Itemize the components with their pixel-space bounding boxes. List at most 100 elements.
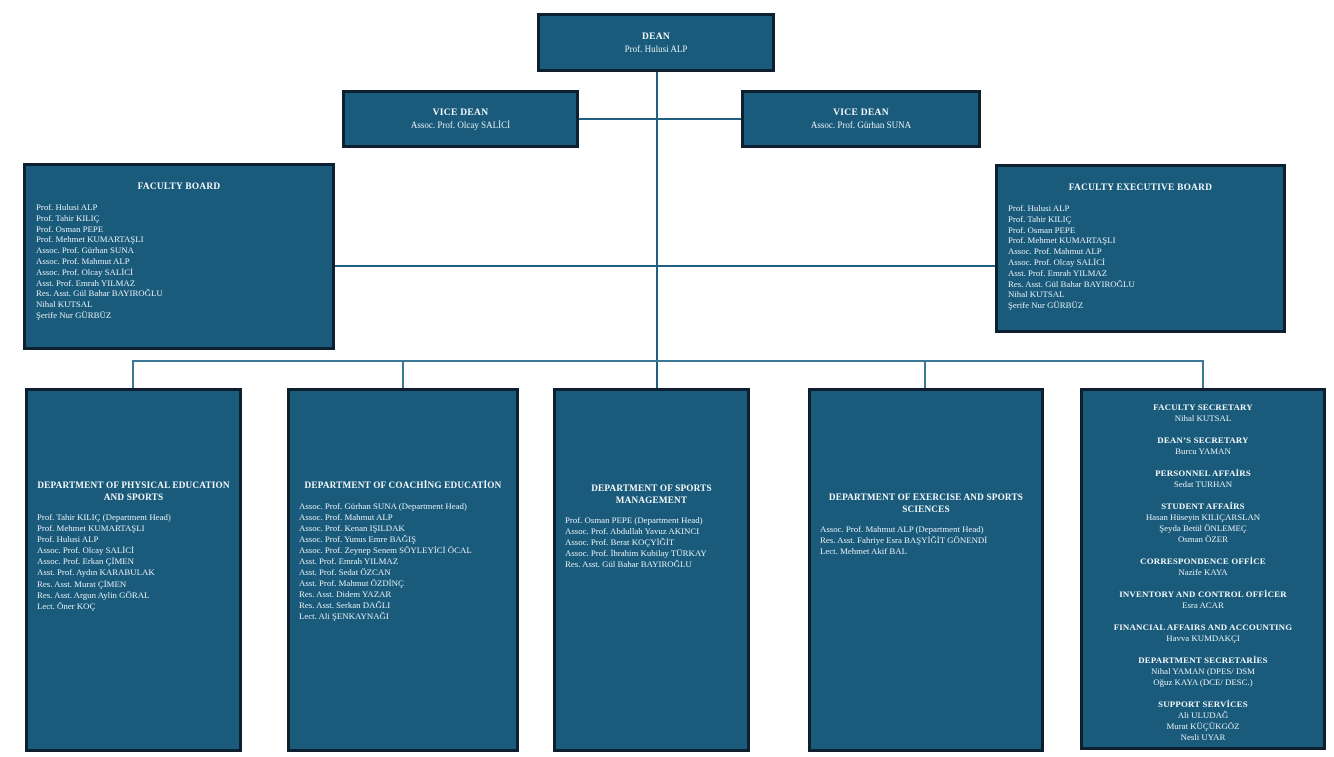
- connector-dean-vertical: [656, 72, 658, 388]
- member-name: Assoc. Prof. Zeynep Senem SÖYLEYİCİ ÖCAL: [299, 544, 472, 555]
- staff-name: Burcu YAMAN: [1175, 446, 1231, 456]
- department-content: DEPARTMENT OF PHYSICAL EDUCATION AND SPO…: [28, 391, 239, 612]
- member-name: Lect. Öner KOÇ: [37, 600, 96, 611]
- member-name: Assoc. Prof. Gürhan SUNA (Department Hea…: [299, 500, 467, 511]
- staff-name: Murat KÜÇÜKGÖZ: [1166, 721, 1240, 731]
- admin-section-title: FACULTY SECRETARY: [1153, 402, 1253, 412]
- member-name: Prof. Hulusi ALP: [1008, 203, 1070, 213]
- department-content: DEPARTMENT OF SPORTS MANAGEMENT Prof. Os…: [556, 391, 747, 570]
- vice-dean-left-name: Assoc. Prof. Olcay SALİCİ: [410, 120, 511, 130]
- member-name: Asst. Prof. Sedat ÖZCAN: [299, 567, 391, 578]
- staff-name: Osman ÖZER: [1177, 534, 1229, 544]
- department-member-list: Assoc. Prof. Mahmut ALP (Department Head…: [811, 524, 1041, 557]
- connector-stub-dpes: [132, 360, 134, 388]
- department-content: DEPARTMENT OF EXERCISE AND SPORTS SCIENC…: [811, 391, 1041, 557]
- member-name: Res. Asst. Gül Bahar BAYIROĞLU: [36, 288, 163, 299]
- admin-section-title: PERSONNEL AFFAİRS: [1155, 468, 1251, 478]
- faculty-executive-board-box: FACULTY EXECUTIVE BOARD Prof. Hulusi ALP…: [995, 164, 1286, 333]
- faculty-executive-board-title: FACULTY EXECUTIVE BOARD: [1068, 183, 1213, 193]
- member-name: Prof. Hulusi ALP: [37, 534, 99, 545]
- member-name: Prof. Mehmet KUMARTAŞLI: [1008, 235, 1116, 246]
- staff-name: Oğuz KAYA (DCE/ DESC.): [1153, 677, 1253, 687]
- member-name: Assoc. Prof. Mahmut ALP: [1008, 246, 1102, 257]
- department-title: DEPARTMENT OF EXERCISE AND SPORTS SCIENC…: [828, 492, 1024, 514]
- connector-stub-admin: [1202, 360, 1204, 388]
- department-content: DEPARTMENT OF COACHİNG EDUCATİON Assoc. …: [290, 391, 516, 623]
- admin-section-title: STUDENT AFFAİRS: [1161, 501, 1245, 511]
- connector-vice-deans-horizontal: [578, 118, 742, 120]
- department-exercise-sports-sciences-box: DEPARTMENT OF EXERCISE AND SPORTS SCIENC…: [808, 388, 1044, 752]
- member-name: Prof. Osman PEPE (Department Head): [565, 515, 703, 525]
- department-member-list: Prof. Osman PEPE (Department Head)Assoc.…: [556, 515, 747, 570]
- member-name: Şerife Nur GÜRBÜZ: [1008, 300, 1084, 311]
- member-name: Assoc. Prof. Gürhan SUNA: [36, 245, 134, 256]
- dean-title: DEAN: [641, 31, 671, 42]
- dean-name: Prof. Hulusi ALP: [624, 43, 688, 54]
- member-name: Nihal KUTSAL: [36, 299, 93, 310]
- member-name: Prof. Osman PEPE: [1008, 224, 1076, 235]
- member-name: Assoc. Prof. Yunus Emre BAĞIŞ: [299, 533, 416, 544]
- connector-boards-horizontal: [335, 265, 995, 267]
- member-name: Res. Asst. Gül Bahar BAYIROĞLU: [565, 559, 692, 570]
- faculty-board-title: FACULTY BOARD: [137, 182, 221, 192]
- vice-dean-right-title: VICE DEAN: [833, 108, 889, 118]
- member-name: Lect. Ali ŞENKAYNAĞI: [299, 611, 389, 622]
- vice-dean-left-box: VICE DEAN Assoc. Prof. Olcay SALİCİ: [342, 90, 579, 148]
- member-name: Şerife Nur GÜRBÜZ: [36, 309, 112, 320]
- member-name: Lect. Mehmet Akif BAL: [820, 546, 907, 557]
- staff-name: Sedat TURHAN: [1173, 479, 1233, 489]
- member-name: Assoc. Prof. Mahmut ALP (Department Head…: [820, 524, 984, 534]
- member-name: Assoc. Prof. Mahmut ALP: [36, 255, 130, 266]
- department-physical-education-box: DEPARTMENT OF PHYSICAL EDUCATION AND SPO…: [25, 388, 242, 752]
- member-name: Asst. Prof. Mahmut ÖZDİNÇ: [299, 578, 404, 589]
- member-name: Assoc. Prof. Berat KOÇYİĞİT: [565, 537, 675, 548]
- member-name: Res. Asst. Murat ÇİMEN: [37, 578, 127, 589]
- member-name: Assoc. Prof. Erkan ÇİMEN: [37, 556, 134, 567]
- staff-name: Şeyda Betül ÖNLEMEÇ: [1159, 523, 1247, 533]
- member-name: Nihal KUTSAL: [1008, 289, 1065, 300]
- member-name: Assoc. Prof. Olcay SALİCİ: [37, 545, 134, 556]
- admin-section-title: CORRESPONDENCE OFFİCE: [1140, 556, 1266, 566]
- member-name: Assoc. Prof. Abdullah Yavuz AKINCI: [565, 526, 700, 537]
- member-name: Assoc. Prof. Mahmut ALP: [299, 511, 393, 522]
- member-name: Prof. Osman PEPE: [36, 223, 104, 234]
- member-name: Assoc. Prof. Olcay SALİCİ: [36, 266, 133, 277]
- department-title: DEPARTMENT OF PHYSICAL EDUCATION AND SPO…: [37, 480, 230, 502]
- member-name: Asst. Prof. Emrah YILMAZ: [36, 277, 136, 288]
- member-name: Assoc. Prof. İbrahim Kubilay TÜRKAY: [565, 548, 707, 559]
- admin-section-title: DEAN’S SECRETARY: [1157, 435, 1249, 445]
- member-name: Res. Asst. Didem YAZAR: [299, 589, 392, 600]
- member-name: Asst. Prof. Emrah YILMAZ: [1008, 267, 1108, 278]
- admin-section-title: DEPARTMENT SECRETARİES: [1138, 655, 1268, 665]
- department-title: DEPARTMENT OF COACHİNG EDUCATİON: [304, 480, 502, 490]
- member-name: Prof. Tahir KILIÇ (Department Head): [37, 512, 171, 522]
- department-member-list: Assoc. Prof. Gürhan SUNA (Department Hea…: [290, 501, 516, 623]
- member-name: Prof. Mehmet KUMARTAŞLI: [36, 234, 144, 245]
- member-name: Prof. Hulusi ALP: [36, 202, 98, 212]
- department-member-list: Prof. Tahir KILIÇ (Department Head) Prof.…: [28, 512, 239, 612]
- member-name: Asst. Prof. Aydın KARABULAK: [37, 567, 155, 578]
- member-name: Asst. Prof. Emrah YILMAZ: [299, 555, 399, 566]
- admin-section-title: INVENTORY AND CONTROL OFFİCER: [1119, 589, 1287, 599]
- staff-name: Nesli UYAR: [1180, 732, 1226, 742]
- vice-dean-right-name: Assoc. Prof. Gürhan SUNA: [810, 120, 912, 130]
- connector-stub-dess: [924, 360, 926, 388]
- staff-name: Hasan Hüseyin KILIÇARSLAN: [1145, 512, 1261, 522]
- admin-section-title: FINANCIAL AFFAIRS AND ACCOUNTING: [1113, 622, 1293, 632]
- member-name: Res. Asst. Serkan DAĞLI: [299, 600, 391, 611]
- department-title: DEPARTMENT OF SPORTS MANAGEMENT: [591, 483, 712, 505]
- vice-dean-left-title: VICE DEAN: [432, 108, 489, 118]
- member-name: Res. Asst. Argun Aylin GÖRAL: [37, 589, 150, 600]
